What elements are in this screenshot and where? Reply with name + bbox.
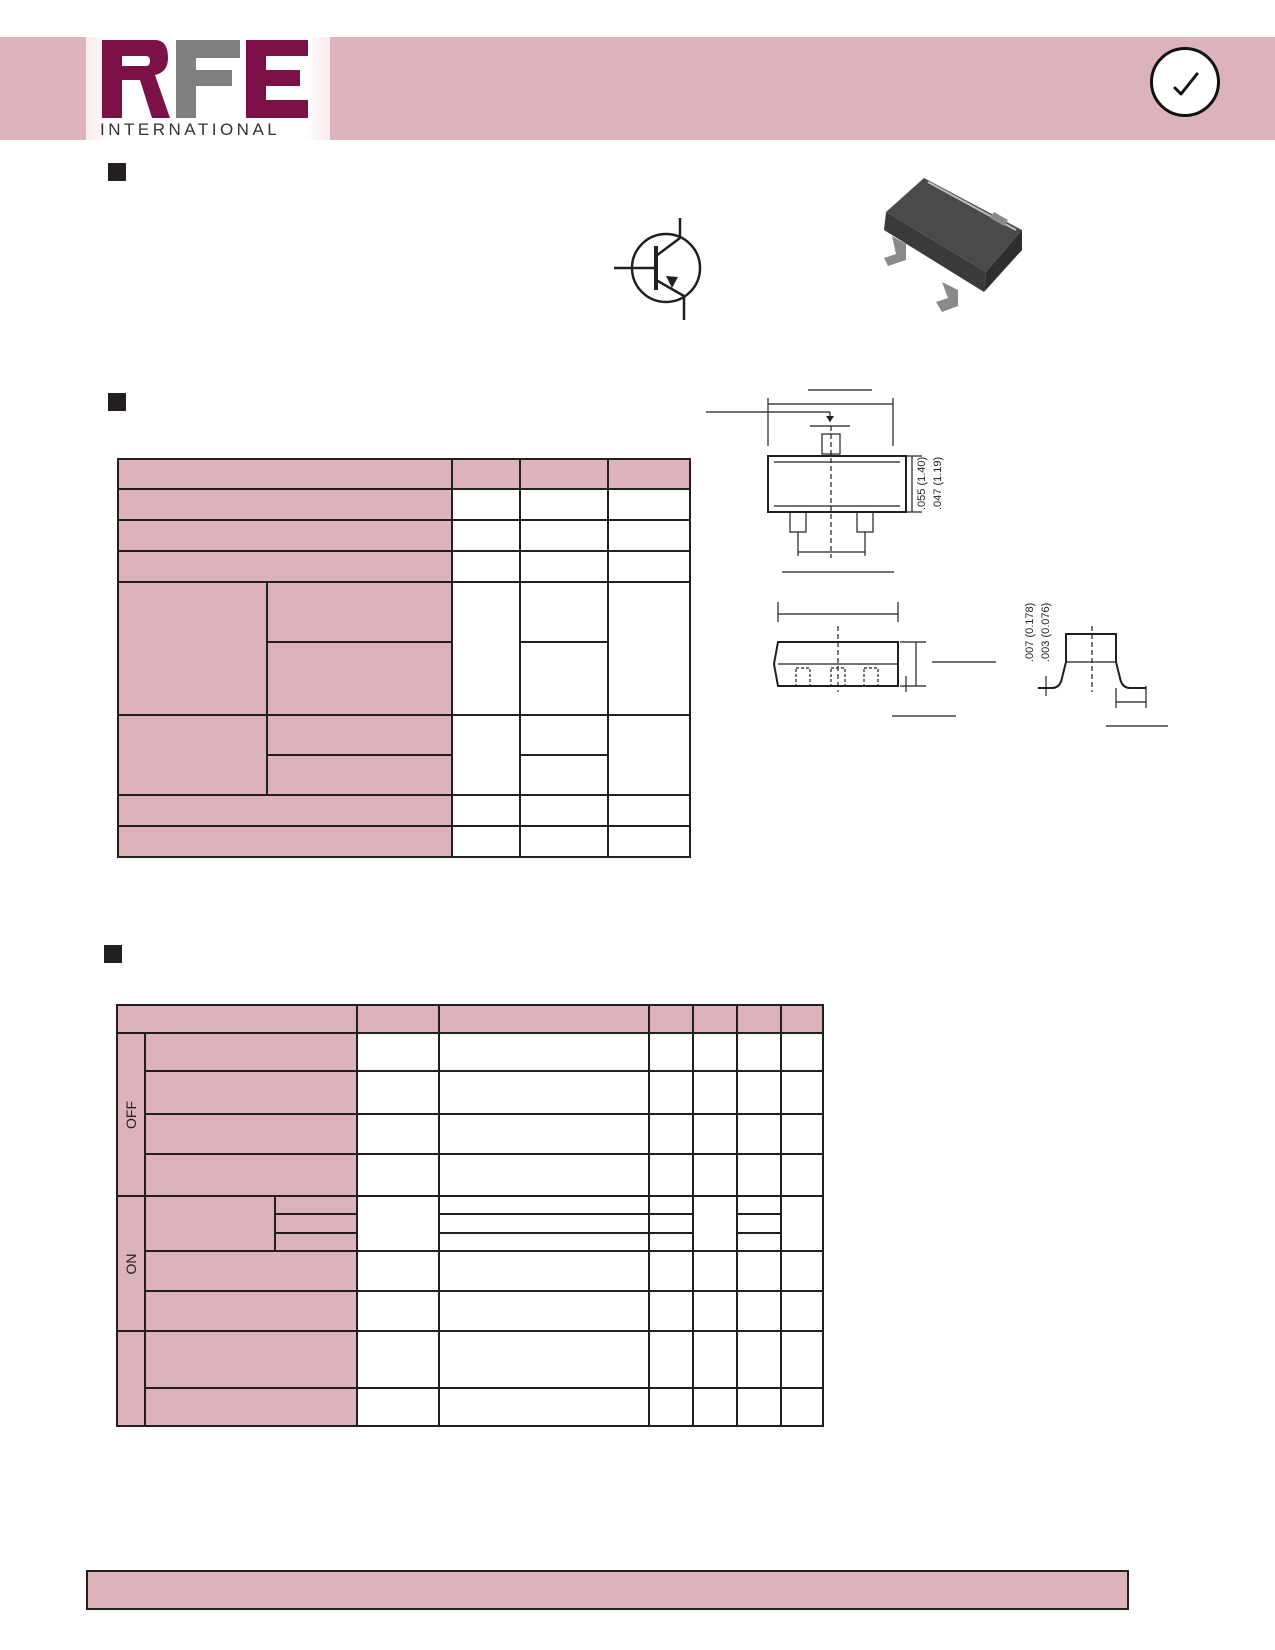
- logo-tagline: INTERNATIONAL: [100, 120, 281, 139]
- rfe-logo: [102, 40, 308, 118]
- group-label-off: OFF: [116, 1032, 146, 1198]
- group-label-on: ON: [116, 1195, 146, 1333]
- table-row: [117, 488, 691, 522]
- table-row: [118, 754, 690, 796]
- table-row: [117, 1249, 824, 1292]
- table-row: [116, 1330, 824, 1427]
- footer-bar: [86, 1570, 1129, 1610]
- table-row: [118, 641, 690, 717]
- table-row: [116, 714, 691, 796]
- table-row: [116, 1003, 824, 1035]
- lead-thickness-min: .003 (0.076): [1040, 602, 1052, 662]
- table-row: [117, 1153, 824, 1198]
- table-row: [117, 1112, 824, 1156]
- table-row: ON: [116, 1195, 824, 1333]
- electrical-characteristics-table: OFF ON: [116, 1003, 824, 1428]
- table-row: [117, 1289, 824, 1333]
- section-bullet-features: [108, 163, 126, 181]
- height-dim-max: .055 (1.40): [916, 456, 928, 510]
- table-row: [117, 1231, 823, 1252]
- table-row: [117, 457, 691, 491]
- pnp-transistor-symbol: [614, 218, 702, 320]
- lead-thickness-max: .007 (0.178): [1024, 602, 1036, 662]
- max-ratings-table: [116, 457, 691, 859]
- check-icon: [1173, 72, 1199, 96]
- table-row: [117, 519, 691, 553]
- table-row: [117, 1213, 823, 1234]
- table-row: [117, 550, 691, 584]
- height-dim-min: .047 (1.19): [932, 456, 944, 510]
- sot23-package-image: [884, 178, 1022, 312]
- table-row: [116, 581, 691, 717]
- table-row: [117, 824, 691, 859]
- table-row: [117, 1386, 824, 1428]
- table-row: [117, 1070, 824, 1115]
- compliance-badge: [1150, 47, 1220, 117]
- section-bullet-ratings: [108, 393, 126, 411]
- package-outline-drawing: [706, 389, 1168, 727]
- section-bullet-characteristics: [104, 945, 122, 963]
- table-row: [117, 793, 691, 827]
- table-row: OFF: [116, 1032, 824, 1198]
